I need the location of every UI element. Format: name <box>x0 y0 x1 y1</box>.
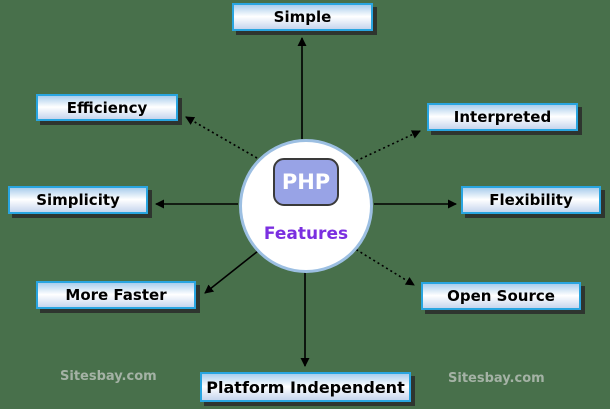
watermark-right: Sitesbay.com <box>448 371 545 386</box>
feature-box-platform-independent: Platform Independent <box>200 372 411 402</box>
feature-box-simple: Simple <box>232 3 373 31</box>
feature-box-flexibility: Flexibility <box>461 186 601 214</box>
arrow-more-faster <box>204 250 259 294</box>
center-circle: PHP Features <box>239 139 373 273</box>
feature-box-interpreted: Interpreted <box>427 103 578 131</box>
feature-box-simplicity: Simplicity <box>8 186 148 214</box>
feature-box-efficiency: Efficiency <box>36 94 178 121</box>
php-badge-label: PHP <box>281 170 331 194</box>
arrow-open-source <box>351 246 415 286</box>
arrow-interpreted <box>355 130 421 162</box>
arrow-efficiency <box>185 116 258 159</box>
watermark-left: Sitesbay.com <box>60 369 157 384</box>
features-label: Features <box>263 224 349 244</box>
php-badge: PHP <box>273 158 339 206</box>
feature-box-more-faster: More Faster <box>36 281 196 309</box>
feature-box-open-source: Open Source <box>421 282 581 310</box>
